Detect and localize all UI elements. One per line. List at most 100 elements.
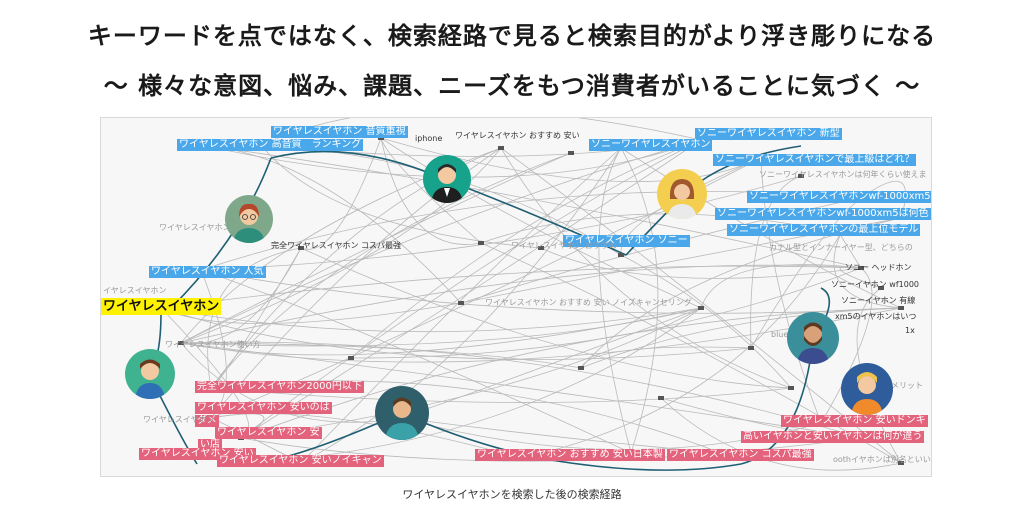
graph-node-marker[interactable] — [748, 346, 754, 350]
graph-edge — [380, 137, 702, 309]
graph-node-marker[interactable] — [788, 386, 794, 390]
graph-edge — [540, 247, 862, 279]
graph-edge — [180, 139, 702, 344]
graph-edge — [620, 147, 659, 454]
graph-node-marker[interactable] — [898, 306, 904, 310]
graph-node-label[interactable]: 完全ワイヤレスイヤホン コスパ最強 — [271, 241, 402, 250]
graph-edge — [500, 147, 902, 464]
graph-node-label[interactable]: ワイヤレスイヤホン 安いドンキ — [781, 415, 928, 427]
graph-edge — [400, 307, 702, 419]
persona-avatar-man-blond — [841, 363, 893, 415]
graph-node-label[interactable]: ワイヤレスイヤホン 音質重視 — [271, 126, 408, 138]
graph-node-label[interactable]: 高いイヤホンと安いイヤホンは何が違う — [741, 431, 925, 443]
graph-node-label[interactable]: ワイヤレスイヤホン 人気 — [149, 266, 266, 278]
graph-node-marker[interactable] — [878, 286, 884, 290]
graph-node-marker[interactable] — [658, 396, 664, 400]
graph-edge — [160, 307, 702, 333]
graph-node-label[interactable]: ワイヤレスイヤホン おすすめ 安い ノイズキャンセリング — [485, 298, 692, 307]
graph-node-marker[interactable] — [378, 136, 384, 140]
graph-node-label[interactable]: ワイヤレスイヤホン コスパ最強 — [667, 449, 814, 461]
graph-edge — [660, 397, 902, 471]
graph-node-label[interactable]: ソニーワイヤレスイヤホンwf-1000xm5 — [747, 191, 931, 203]
graph-node-label[interactable]: ワイヤレスイヤホン使い方 — [165, 340, 261, 349]
graph-edge — [160, 265, 862, 309]
graph-node-label[interactable]: ワイヤレスイヤホン おすすめ — [511, 241, 618, 250]
graph-node-marker[interactable] — [798, 174, 804, 178]
graph-edge — [180, 342, 862, 439]
graph-edge — [580, 346, 752, 369]
graph-node-label[interactable]: 完全ワイヤレスイヤホン2000円以下 — [195, 381, 364, 393]
graph-edge — [380, 137, 482, 244]
graph-node-label[interactable]: ソニーワイヤレスイヤホンで最上級はどれ？ — [713, 154, 917, 166]
graph-node-label[interactable]: デメリット — [883, 381, 923, 390]
graph-edge — [860, 181, 906, 219]
graph-node-label[interactable]: イヤレスイヤホン — [103, 286, 167, 295]
graph-edge — [300, 147, 622, 464]
graph-node-label[interactable]: ワイヤレスイヤホン 安いのは — [195, 402, 332, 414]
graph-node-label[interactable]: ソニーイヤホン 有線 — [841, 296, 916, 305]
graph-node-label[interactable]: ソニーワイヤレスイヤホン — [589, 139, 713, 151]
graph-edge — [760, 157, 822, 424]
graph-edge — [598, 147, 632, 454]
graph-node-marker[interactable] — [578, 366, 584, 370]
persona-avatar-woman-glasses — [225, 195, 273, 243]
graph-node-marker[interactable] — [898, 461, 904, 465]
graph-node-marker[interactable] — [458, 301, 464, 305]
graph-edge — [500, 147, 792, 389]
graph-node-label[interactable]: ワイヤレスイヤホン 安いノイキャン — [217, 455, 384, 467]
graph-node-label[interactable]: oothイヤホンは別名といいま — [833, 455, 932, 464]
graph-edge — [240, 307, 702, 439]
zoom-level-label: 1x — [905, 326, 915, 335]
graph-edge — [180, 307, 902, 363]
graph-node-marker[interactable] — [498, 146, 504, 150]
graph-node-label[interactable]: ダメ — [195, 415, 219, 427]
graph-node-label[interactable]: ワイヤレスイヤホン おすすめ 安い日本製 — [475, 449, 665, 461]
graph-edge — [620, 254, 792, 389]
graph-node-marker[interactable] — [858, 266, 864, 270]
graph-node-marker[interactable] — [618, 253, 624, 257]
graph-node-marker[interactable] — [298, 246, 304, 250]
graph-node-label[interactable]: ワイヤレスイヤホン ソニー — [563, 235, 690, 247]
graph-edge — [520, 232, 842, 459]
page-title: キーワードを点ではなく、検索経路で見ると検索目的がより浮き彫りになる — [87, 22, 937, 50]
persona-avatar-businessman — [423, 155, 471, 203]
graph-node-label[interactable]: ワイヤレスイヤホン 高音質 ランキング — [177, 139, 364, 151]
graph-node-label[interactable]: ワイヤレスイヤホン 安 — [215, 427, 322, 439]
graph-node-marker[interactable] — [568, 151, 574, 155]
graph-edge — [580, 307, 902, 369]
graph-node-label[interactable]: ワイヤレスイヤホン おすすめ 安い — [455, 131, 580, 140]
figure-caption: ワイヤレスイヤホンを検索した後の検索経路 — [402, 488, 622, 501]
graph-node-label[interactable]: ソニーワイヤレスイヤホンwf-1000xm5は何色 — [715, 208, 931, 220]
graph-edge — [380, 137, 482, 245]
graph-node-marker[interactable] — [478, 241, 484, 245]
graph-edge — [200, 139, 702, 178]
graph-edge — [210, 387, 792, 403]
graph-edge — [260, 144, 542, 249]
graph-node-marker[interactable] — [178, 341, 184, 345]
graph-edge — [300, 247, 792, 389]
persona-avatar-man-green — [125, 349, 175, 399]
persona-avatar-man-beard — [787, 312, 839, 364]
graph-node-label[interactable]: ソニーイヤホン wf1000 — [831, 280, 920, 289]
graph-edge — [820, 267, 873, 424]
root-keyword-label[interactable]: ワイヤレスイヤホン — [101, 298, 222, 315]
graph-node-marker[interactable] — [538, 246, 544, 250]
graph-edge — [480, 213, 842, 244]
graph-edge — [210, 152, 572, 389]
graph-node-label[interactable]: ワイヤレスイヤホン ipho — [159, 223, 251, 232]
graph-node-marker[interactable] — [698, 306, 704, 310]
persona-avatar-man-teal — [375, 386, 429, 440]
graph-node-label[interactable]: xm5のイヤホンはいつ — [835, 312, 917, 321]
graph-node-label[interactable]: ソニーワイヤレスイヤホン 新型 — [695, 128, 842, 140]
graph-node-label[interactable]: iphone — [415, 134, 443, 143]
graph-edge — [839, 266, 882, 289]
graph-edge — [350, 139, 702, 359]
graph-node-label[interactable]: ソニーワイヤレスイヤホンは何年くらい使えま — [759, 170, 927, 179]
graph-edge — [180, 264, 862, 344]
graph-node-label[interactable]: ワイヤレスイヤホン — [143, 415, 215, 424]
graph-node-label[interactable]: ソニーワイヤレスイヤホンの最上位モデル — [727, 224, 921, 236]
graph-edge — [180, 307, 702, 347]
graph-node-label[interactable]: ソニー ヘッドホン — [845, 263, 912, 272]
graph-node-marker[interactable] — [348, 356, 354, 360]
graph-node-label[interactable]: カナル型とインナーイヤー型、どちらの — [769, 243, 913, 252]
